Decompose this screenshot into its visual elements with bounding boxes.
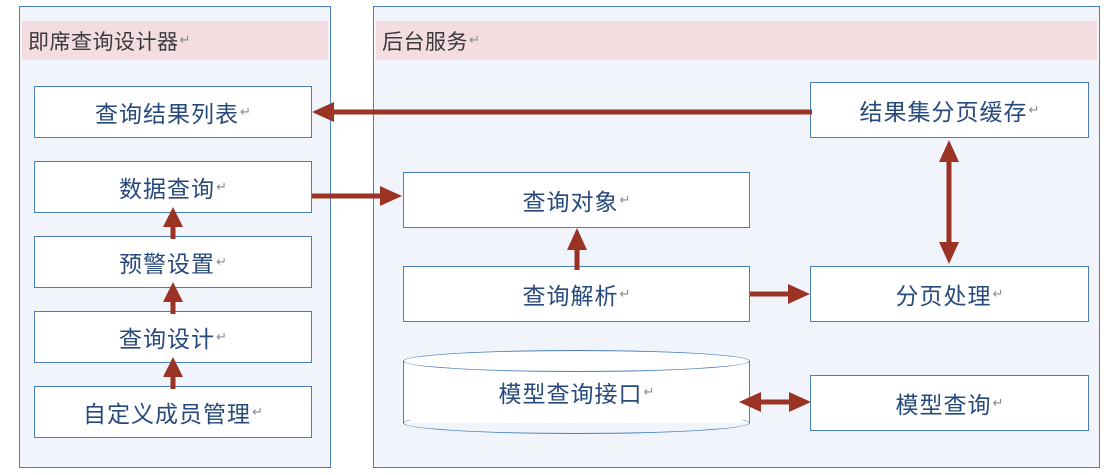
pilcrow-mark: ↵ [216,179,227,195]
pilcrow-mark: ↵ [992,286,1004,302]
pilcrow-mark: ↵ [252,404,263,420]
pilcrow-mark: ↵ [1028,102,1040,118]
node-label-model-query: 模型查询 [895,393,992,418]
node-label-query-result-list: 查询结果列表 [95,102,239,127]
panel-title-backend: 后台服务 [382,29,468,54]
node-model-query[interactable]: 模型查询↵ [810,375,1089,431]
arrow-design-to-alert [163,282,183,314]
pilcrow-mark: ↵ [216,329,227,345]
node-label-alert-settings: 预警设置 [119,252,215,277]
node-model-query-api[interactable]: 模型查询接口↵ [403,350,750,434]
node-alert-settings[interactable]: 预警设置↵ [34,236,312,288]
node-label-query-object: 查询对象 [522,190,619,215]
cylinder-top-ellipse [403,350,750,372]
node-label-query-design: 查询设计 [119,327,215,352]
node-custom-member-manage[interactable]: 自定义成员管理↵ [34,386,312,438]
panel-title-adhoc: 即席查询设计器 [28,29,179,54]
arrow-member-to-design [163,357,183,389]
node-query-result-list[interactable]: 查询结果列表↵ [34,86,312,138]
pilcrow-mark: ↵ [179,33,191,48]
panel-header-adhoc-query-designer: 即席查询设计器↵ [22,21,328,60]
node-paging-process[interactable]: 分页处理↵ [810,266,1089,322]
pilcrow-mark: ↵ [619,192,631,208]
arrow-paging-cache-double [939,140,959,264]
pilcrow-mark: ↵ [619,286,631,302]
pilcrow-mark: ↵ [469,33,480,48]
pilcrow-mark: ↵ [643,384,655,400]
arrow-parse-to-object [567,228,587,270]
pilcrow-mark: ↵ [216,254,227,270]
panel-header-backend-service: 后台服务↵ [376,21,1097,60]
arrow-parse-to-paging [750,284,810,304]
pilcrow-mark: ↵ [992,395,1004,411]
node-query-parse[interactable]: 查询解析↵ [403,266,750,322]
arrow-cache-to-result-list [312,102,812,122]
node-data-query[interactable]: 数据查询↵ [34,161,312,213]
node-label-result-page-cache: 结果集分页缓存 [859,100,1028,125]
arrow-alert-to-data-query [163,207,183,239]
node-label-custom-member-manage: 自定义成员管理 [83,402,251,427]
node-label-model-query-api: 模型查询接口 [498,382,643,407]
arrow-data-query-to-object [312,186,402,206]
node-label-wrap-model-query-api: 模型查询接口↵ [403,350,750,434]
node-result-page-cache[interactable]: 结果集分页缓存↵ [810,82,1089,138]
node-label-data-query: 数据查询 [119,177,215,202]
arrow-api-model-query-double [739,392,811,412]
node-label-query-parse: 查询解析 [522,284,619,309]
cylinder-bottom-ellipse [403,412,750,434]
node-query-object[interactable]: 查询对象↵ [403,172,750,228]
node-label-paging-process: 分页处理 [895,284,992,309]
pilcrow-mark: ↵ [240,104,251,120]
